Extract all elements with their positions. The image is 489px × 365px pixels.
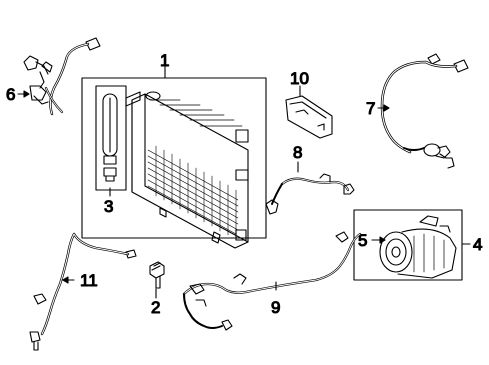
hose-11: 11 (29, 232, 137, 351)
pipe-8-fitting (265, 199, 279, 215)
bracket-10: 10 (285, 68, 333, 139)
bolt-head (149, 261, 165, 279)
pipe-9-clamp (189, 283, 207, 307)
compressor-ports (419, 215, 451, 233)
hose-6: 6 (5, 37, 101, 116)
callout-4: 4 (473, 235, 482, 254)
callout-7: 7 (366, 99, 375, 118)
pipe-9: 9 (182, 231, 362, 331)
callout-8: 8 (293, 143, 302, 162)
hose-7-fitting-top (453, 59, 469, 73)
pipe-8: 8 (265, 142, 355, 215)
callout-1: 1 (160, 51, 169, 70)
hose-6-fitting-top (85, 37, 101, 51)
compressor-body (397, 228, 457, 279)
hose-6-block (23, 55, 39, 71)
callout-3: 3 (104, 197, 113, 216)
hose-6-clamp (35, 61, 49, 89)
hose-11-fitting-bottom (29, 331, 41, 343)
hose-6-bracket (29, 85, 47, 101)
compressor-frame (353, 209, 463, 281)
hose-7-muffler (423, 143, 441, 157)
bolt-shank (155, 275, 161, 289)
pipe-8-end (343, 183, 355, 195)
hose-11-fitting-top (125, 249, 137, 259)
dryer-panel (95, 85, 127, 191)
pipe-9-end (335, 231, 349, 243)
callout-9: 9 (271, 298, 280, 317)
bracket-body (285, 95, 333, 139)
bottom-bracket (211, 231, 221, 244)
callout-11: 11 (80, 271, 98, 290)
dryer-plug (103, 167, 117, 182)
condenser-frame (81, 77, 267, 239)
callout-10: 10 (290, 69, 309, 88)
hose-11-clamp (33, 293, 47, 305)
dryer-cap (103, 155, 117, 165)
pipe-9-fitting (221, 319, 233, 331)
callout-3-group: 3 (103, 187, 114, 217)
compressor-clutch (379, 231, 413, 273)
upper-tank-cap (125, 91, 141, 107)
hose-7: 7 (365, 53, 469, 169)
compressor-assembly: 4 5 (353, 209, 483, 281)
condenser-assembly: 1 (81, 50, 267, 249)
condenser-core (125, 91, 249, 249)
side-brackets (235, 129, 249, 241)
callout-2: 2 (151, 298, 160, 317)
bolt: 2 (149, 261, 165, 318)
callout-6: 6 (6, 85, 15, 104)
receiver-dryer (95, 85, 127, 191)
callout-5: 5 (358, 231, 367, 250)
mount-tab (159, 207, 167, 218)
